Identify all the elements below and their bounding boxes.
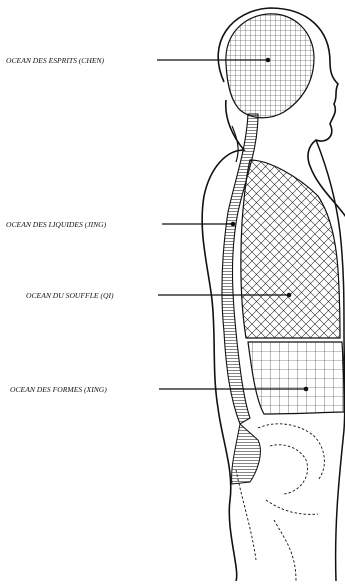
xing-region [248,342,344,414]
neck-line [232,126,238,162]
marker-chen [266,58,271,63]
chen-region [226,14,314,118]
label-qi: OCEAN DU SOUFFLE (QI) [26,291,114,300]
qi-region [241,160,340,338]
marker-jing [231,222,236,227]
label-jing: OCEAN DES LIQUIDES (JING) [6,220,107,229]
label-chen: OCEAN DES ESPRITS (CHEN) [6,56,105,65]
marker-qi [287,293,292,298]
sacrum-region [232,424,261,484]
marker-xing [304,387,309,392]
label-xing: OCEAN DES FORMES (XING) [10,385,107,394]
